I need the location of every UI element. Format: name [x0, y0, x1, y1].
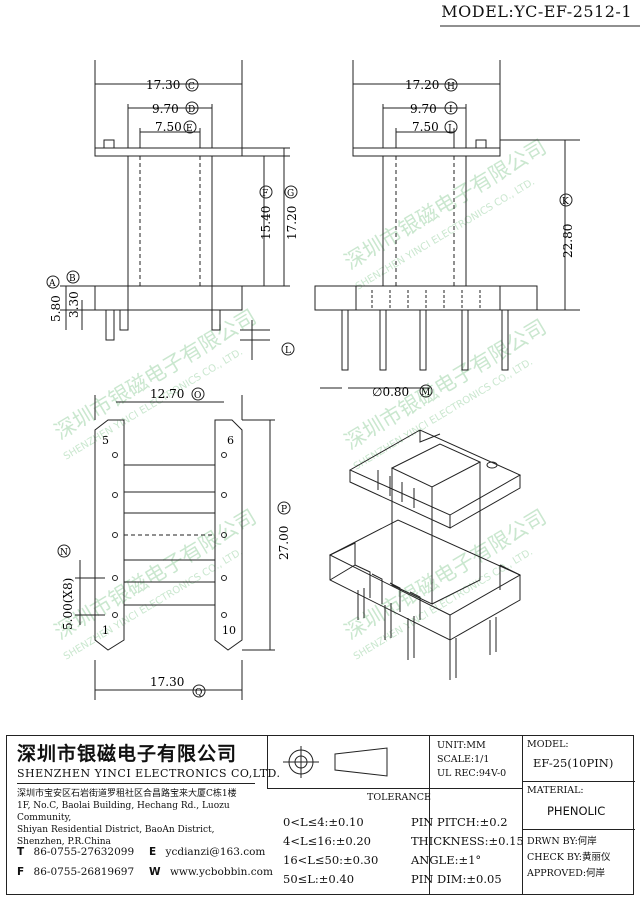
- dim-label-c: 17.30: [146, 78, 180, 92]
- circle-label-p: P: [281, 505, 287, 515]
- circle-label-i: I: [449, 105, 453, 115]
- dim-label-f: 15.40: [259, 206, 273, 240]
- dim-label-p: 27.00: [277, 526, 291, 560]
- pin-label-5: 5: [102, 434, 109, 447]
- dim-label-k: 22.80: [561, 224, 575, 258]
- unit-text: UNIT:MM: [437, 740, 486, 751]
- material-value: PHENOLIC: [547, 804, 606, 818]
- address-en-line3: Shenzhen, P.R.China: [17, 837, 111, 847]
- dim-label-i: 9.70: [410, 102, 437, 116]
- circle-label-g: G: [287, 189, 294, 199]
- front-view-left-labels: 17.30 C 9.70 D 7.50 E 15.40 F 17.20 G A …: [46, 78, 299, 356]
- dim-label-a: 5.80: [49, 295, 63, 322]
- pin-label-10: 10: [222, 624, 236, 637]
- fax-value: 86-0755-26819697: [33, 866, 135, 878]
- circle-label-m: M: [421, 388, 430, 398]
- circle-label-d: D: [188, 105, 195, 115]
- circle-label-l: L: [285, 346, 291, 356]
- circle-label-q: Q: [195, 688, 202, 698]
- tolerance-title: TOLERANCE: [367, 792, 431, 803]
- dim-label-m: ∅0.80: [372, 385, 409, 399]
- projection-symbol-icon: [283, 746, 388, 778]
- dim-label-h: 17.20: [405, 78, 439, 92]
- scale-text: SCALE:1/1: [437, 754, 490, 765]
- tolerance-row: 4<L≤16:±0.20: [283, 834, 371, 848]
- approved-by: APPROVED:何岸: [527, 868, 606, 879]
- address-en-line2: Shiyan Residential District, BaoAn Distr…: [17, 825, 215, 835]
- pin-label-1: 1: [102, 624, 109, 637]
- fax-label: F: [17, 866, 25, 878]
- email-value: ycdianzi@163.com: [165, 846, 266, 858]
- tolerance-row: THICKNESS:±0.15: [411, 834, 524, 848]
- title-block: 深圳市银磁电子有限公司 SHENZHEN YINCI ELECTRONICS C…: [6, 735, 635, 895]
- circle-label-h: H: [447, 82, 455, 92]
- circle-label-b: B: [69, 274, 76, 284]
- tolerance-row: 16<L≤50:±0.30: [283, 853, 379, 867]
- tolerance-row: PIN DIM:±0.05: [411, 872, 502, 886]
- circle-label-c: C: [188, 82, 195, 92]
- side-view-right: [314, 60, 580, 389]
- dim-label-b: 3.30: [67, 291, 81, 318]
- circle-label-j: J: [447, 124, 452, 134]
- model-value: EF-25(10PIN): [533, 756, 614, 770]
- front-view-left: [60, 60, 290, 360]
- tolerance-row: 50≤L:±0.40: [283, 872, 355, 886]
- dim-label-o: 12.70: [150, 387, 184, 401]
- isometric-view: [328, 429, 522, 680]
- dim-label-n: 5.00(X8): [61, 578, 75, 630]
- tel-value: 86-0755-27632099: [33, 846, 135, 858]
- material-label: MATERIAL:: [527, 785, 584, 796]
- watermark: 深圳市银磁电子有限公司 SHENZHEN YINCI ELECTRONICS C…: [50, 135, 550, 663]
- tolerance-row: PIN PITCH:±0.2: [411, 815, 508, 829]
- model-label: MODEL:: [527, 739, 569, 750]
- dim-label-j: 7.50: [412, 120, 439, 134]
- circle-label-e: E: [186, 124, 193, 134]
- circle-label-a: A: [48, 279, 56, 289]
- checked-by: CHECK BY:黄丽仪: [527, 852, 611, 863]
- ul-rec-text: UL REC:94V-0: [437, 768, 507, 779]
- circle-label-k: K: [562, 197, 569, 207]
- circle-label-n: N: [60, 548, 68, 558]
- dim-label-e: 7.50: [155, 120, 182, 134]
- side-view-right-labels: 17.20 H 9.70 I 7.50 J K 22.80 ∅0.80 M: [372, 78, 575, 399]
- tolerance-row: ANGLE:±1°: [411, 853, 482, 867]
- model-header: MODEL:YC-EF-2512-1: [441, 2, 632, 21]
- tolerance-row: 0<L≤4:±0.10: [283, 815, 364, 829]
- company-name-cn: 深圳市银磁电子有限公司: [17, 743, 238, 765]
- web-value: www.ycbobbin.com: [169, 866, 273, 878]
- address-cn: 深圳市宝安区石岩街道罗租社区合昌路宝来大厦C栋1楼: [17, 789, 237, 799]
- company-name-en: SHENZHEN YINCI ELECTRONICS CO,LTD.: [17, 767, 281, 780]
- tel-label: T: [17, 846, 25, 858]
- drawn-by: DRWN BY:何岸: [527, 836, 597, 847]
- bottom-view: [75, 395, 275, 700]
- pin-label-6: 6: [227, 434, 234, 447]
- bottom-view-labels: 12.70 O 27.00 P 17.30 Q N 5.00(X8) 5 6 1…: [57, 387, 291, 698]
- email-label: E: [149, 846, 157, 858]
- dim-label-q: 17.30: [150, 675, 184, 689]
- address-en-line1: 1F, No.C, Baolai Building, Hechang Rd., …: [17, 801, 230, 823]
- web-label: W: [149, 866, 161, 878]
- dim-label-d: 9.70: [152, 102, 179, 116]
- circle-label-o: O: [194, 391, 201, 401]
- dim-label-g: 17.20: [285, 206, 299, 240]
- circle-label-f: F: [262, 189, 268, 199]
